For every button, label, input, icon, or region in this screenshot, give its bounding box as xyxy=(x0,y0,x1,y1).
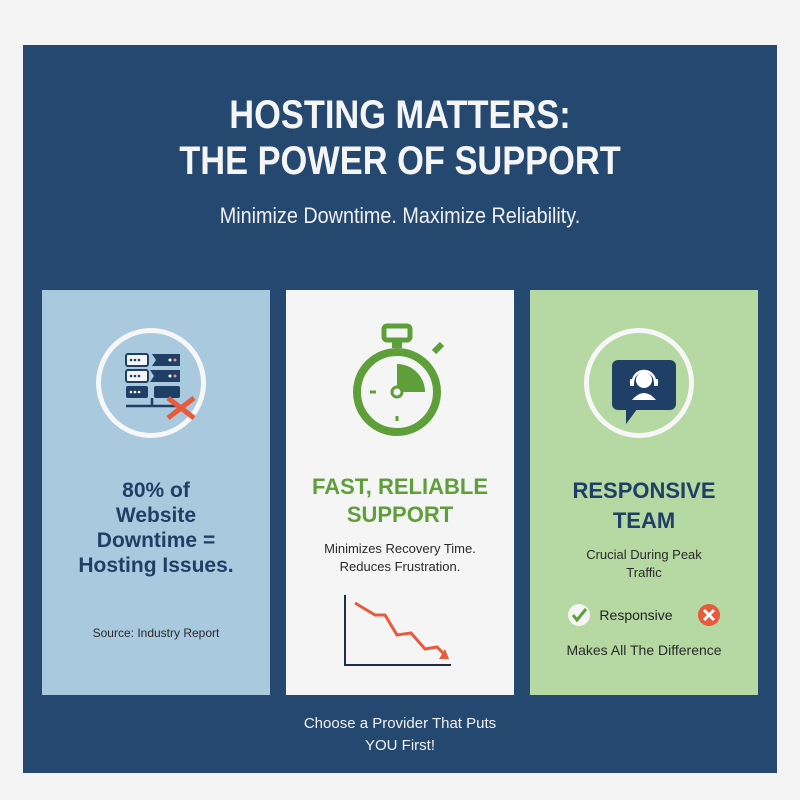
title-line: Website xyxy=(115,504,197,527)
title-line: 80% of xyxy=(122,479,190,502)
responsive-team-description: Crucial During Peak Traffic xyxy=(530,546,758,582)
page-title: HOSTING MATTERS: THE POWER OF SUPPORT xyxy=(56,92,744,184)
footer-callout: Choose a Provider That Puts YOU First! xyxy=(0,713,800,757)
responsive-label: Responsive xyxy=(599,607,673,623)
subtitle: Minimize Downtime. Maximize Reliability. xyxy=(219,203,581,228)
icon-ring xyxy=(96,328,206,438)
title-line-2: THE POWER OF SUPPORT xyxy=(179,139,621,183)
text-line: Crucial During Peak xyxy=(586,547,702,562)
responsive-check-row: Responsive xyxy=(530,603,758,627)
card-responsive-team: RESPONSIVE TEAM Crucial During Peak Traf… xyxy=(530,290,758,695)
declining-line-chart-icon xyxy=(344,595,451,666)
title-line: RESPONSIVE xyxy=(572,478,716,503)
broken-server-icon xyxy=(125,353,196,420)
fast-support-title: FAST, RELIABLE SUPPORT xyxy=(286,473,514,529)
title-line: TEAM xyxy=(612,508,676,533)
title-line-1: HOSTING MATTERS: xyxy=(229,93,571,137)
source-note: Source: Industry Report xyxy=(92,626,220,640)
fast-support-description: Minimizes Recovery Time. Reduces Frustra… xyxy=(286,540,514,576)
tagline: Makes All The Difference xyxy=(566,642,722,658)
responsive-team-title: RESPONSIVE TEAM xyxy=(530,476,758,536)
stopwatch-icon xyxy=(353,323,445,436)
text-line: Traffic xyxy=(626,565,662,580)
icon-ring xyxy=(584,328,694,438)
support-agent-chat-icon xyxy=(612,360,676,424)
footer-line-1: Choose a Provider That Puts xyxy=(303,715,497,732)
text-line: Minimizes Recovery Time. xyxy=(324,541,476,556)
text-line: Reduces Frustration. xyxy=(339,559,461,574)
card-fast-support: FAST, RELIABLE SUPPORT Minimizes Recover… xyxy=(286,290,514,695)
cross-icon xyxy=(697,604,720,626)
title-line: Hosting Issues. xyxy=(78,554,234,577)
title-line: Downtime = xyxy=(96,529,216,552)
footer-line-2: YOU First! xyxy=(365,737,435,754)
title-line: FAST, RELIABLE xyxy=(311,474,488,499)
card-downtime-stat: 80% of Website Downtime = Hosting Issues… xyxy=(42,290,270,695)
title-line: SUPPORT xyxy=(346,502,454,527)
downtime-stat-title: 80% of Website Downtime = Hosting Issues… xyxy=(42,478,270,578)
check-icon xyxy=(568,604,591,626)
